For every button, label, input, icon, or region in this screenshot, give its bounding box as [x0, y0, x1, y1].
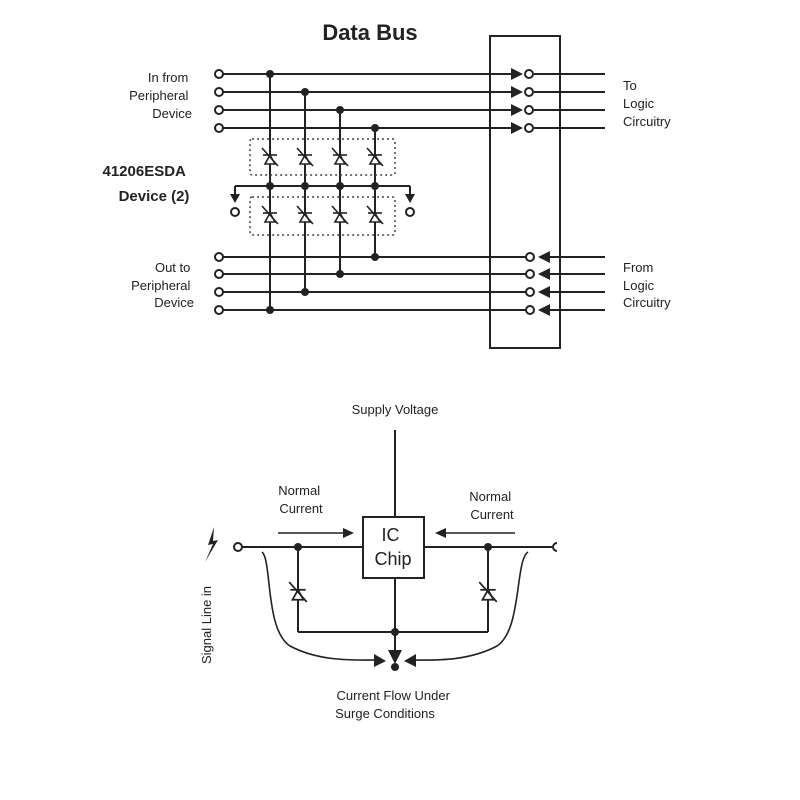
tvs-diode-icon — [296, 205, 314, 225]
arrow-icon — [343, 528, 354, 538]
label-surge-conditions: Current Flow Under Surge Conditions — [335, 688, 453, 721]
tap-lines — [269, 74, 376, 310]
arrow-icon — [374, 654, 386, 667]
left-terminals — [214, 69, 224, 315]
arrow-icon — [388, 650, 402, 664]
tvs-diode-icon — [261, 147, 279, 167]
label-in-from: In from Peripheral Device — [129, 70, 192, 121]
input-buffers — [511, 68, 534, 134]
esd-package-lower — [249, 196, 396, 236]
terminal-icon — [214, 252, 224, 262]
input-lines — [223, 73, 605, 129]
terminal-icon — [214, 69, 224, 79]
tvs-diode-icon — [366, 205, 384, 225]
arrow-icon — [404, 654, 416, 667]
arrow-icon — [405, 194, 415, 203]
esd-package-upper — [249, 138, 396, 176]
arrow-icon — [511, 122, 523, 134]
arrow-icon — [435, 528, 446, 538]
terminal-icon — [233, 542, 243, 552]
tvs-diode-icon — [288, 581, 308, 603]
ground-bar — [230, 185, 415, 217]
tvs-diode-icon — [331, 205, 349, 225]
arrow-icon — [511, 86, 523, 98]
arrow-icon — [538, 251, 550, 263]
ic-chip-label: IC Chip — [374, 525, 411, 569]
arrow-icon — [538, 268, 550, 280]
label-out-to: Out to Peripheral Device — [131, 260, 194, 310]
terminal-icon — [214, 269, 224, 279]
tvs-diodes-lower — [261, 205, 384, 225]
arrow-icon — [511, 104, 523, 116]
terminal-icon — [214, 287, 224, 297]
tvs-diode-icon — [366, 147, 384, 167]
terminal-icon — [552, 542, 558, 552]
data-bus-diagram: Data Bus — [102, 20, 671, 349]
arrow-icon — [538, 304, 550, 316]
tvs-diodes-upper — [261, 147, 384, 167]
surge-path-right — [411, 551, 529, 661]
label-normal-current-left: Normal Current — [278, 483, 324, 516]
terminal-icon — [214, 87, 224, 97]
terminal-icon — [230, 207, 240, 217]
terminal-icon — [214, 305, 224, 315]
tvs-diode-icon — [331, 147, 349, 167]
diagram-title: Data Bus — [322, 20, 417, 45]
lightning-icon — [205, 527, 218, 562]
tvs-diode-icon — [261, 205, 279, 225]
output-buffers — [525, 251, 550, 316]
arrow-icon — [538, 286, 550, 298]
data-bus-box — [489, 35, 561, 349]
terminal-icon — [214, 123, 224, 133]
label-from-logic: From Logic Circuitry — [623, 260, 671, 310]
tvs-diode-icon — [478, 581, 498, 603]
label-to-logic: To Logic Circuitry — [623, 78, 671, 129]
label-normal-current-right: Normal Current — [469, 489, 515, 522]
device-name: 41206ESDA Device (2) — [102, 163, 189, 205]
label-signal-line: Signal Line in — [199, 586, 214, 664]
junction-dots — [266, 70, 379, 314]
output-lines — [223, 256, 605, 311]
terminal-icon — [405, 207, 415, 217]
terminal-icon — [214, 105, 224, 115]
arrow-icon — [511, 68, 523, 80]
surge-path-left — [261, 551, 379, 661]
label-supply-voltage: Supply Voltage — [352, 402, 439, 417]
tvs-diode-icon — [296, 147, 314, 167]
surge-diagram: Supply Voltage IC Chip — [199, 402, 558, 721]
arrow-icon — [230, 194, 240, 203]
